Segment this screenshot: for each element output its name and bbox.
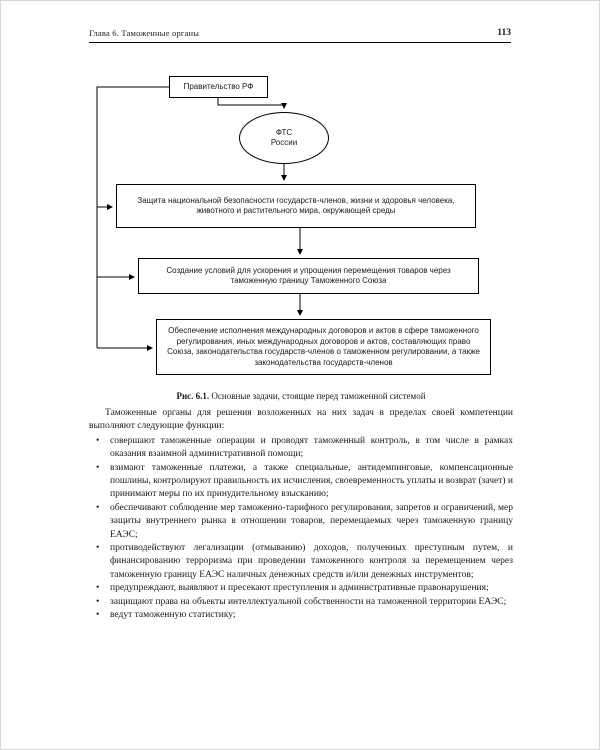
list-item-text: предупреждают, выявляют и пресекают прес…: [110, 583, 489, 594]
figure-caption-label: Рис. 6.1.: [176, 391, 210, 401]
list-item-text: защищают права на объекты интеллектуальн…: [110, 596, 507, 607]
list-item: • ведут таможенную статистику;: [89, 609, 513, 622]
task-box-goods-movement: Создание условий для ускорения и упрощен…: [138, 258, 479, 294]
figure-caption: Рис. 6.1. Основные задачи, стоящие перед…: [1, 391, 599, 401]
functions-list: • совершают таможенные операции и провод…: [89, 435, 513, 623]
running-title: Глава 6. Таможенные органы: [89, 28, 200, 38]
list-item: • взимают таможенные платежи, а также сп…: [89, 462, 513, 502]
list-item: • защищают права на объекты интеллектуал…: [89, 596, 513, 609]
bullet-marker: •: [96, 596, 100, 607]
bullet-marker: •: [96, 435, 100, 446]
list-item-text: взимают таможенные платежи, а также спец…: [110, 462, 513, 500]
bullet-marker: •: [96, 583, 100, 594]
bullet-marker: •: [96, 610, 100, 621]
node-fts-russia: ФТС России: [239, 112, 329, 164]
list-item: • совершают таможенные операции и провод…: [89, 435, 513, 462]
body-text: Таможенные органы для решения возложенны…: [89, 407, 513, 623]
list-item: • обеспечивают соблюдение мер таможенно-…: [89, 502, 513, 542]
figure-6-1: Правительство РФ ФТС России Защита нацио…: [1, 61, 599, 406]
list-item-text: противодействуют легализации (отмыванию)…: [110, 543, 513, 580]
list-item-text: совершают таможенные операции и проводят…: [110, 435, 513, 460]
page-number: 113: [497, 28, 511, 38]
list-item: • предупреждают, выявляют и пресекают пр…: [89, 582, 513, 595]
list-item: • противодействуют легализации (отмывани…: [89, 542, 513, 582]
page-header: Глава 6. Таможенные органы 113: [89, 28, 511, 43]
task-box-treaties: Обеспечение исполнения международных дог…: [156, 319, 491, 375]
bullet-marker: •: [96, 543, 100, 554]
task-box-national-security: Защита национальной безопасности государ…: [116, 184, 476, 228]
diagram-connectors: [96, 86, 303, 351]
figure-caption-text: Основные задачи, стоящие перед таможенно…: [209, 391, 426, 401]
intro-paragraph: Таможенные органы для решения возложенны…: [89, 408, 513, 432]
bullet-marker: •: [96, 502, 100, 513]
list-item-text: ведут таможенную статистику;: [110, 610, 236, 621]
bullet-marker: •: [96, 462, 100, 473]
list-item-text: обеспечивают соблюдение мер таможенно-та…: [110, 502, 513, 540]
node-government: Правительство РФ: [169, 76, 268, 98]
